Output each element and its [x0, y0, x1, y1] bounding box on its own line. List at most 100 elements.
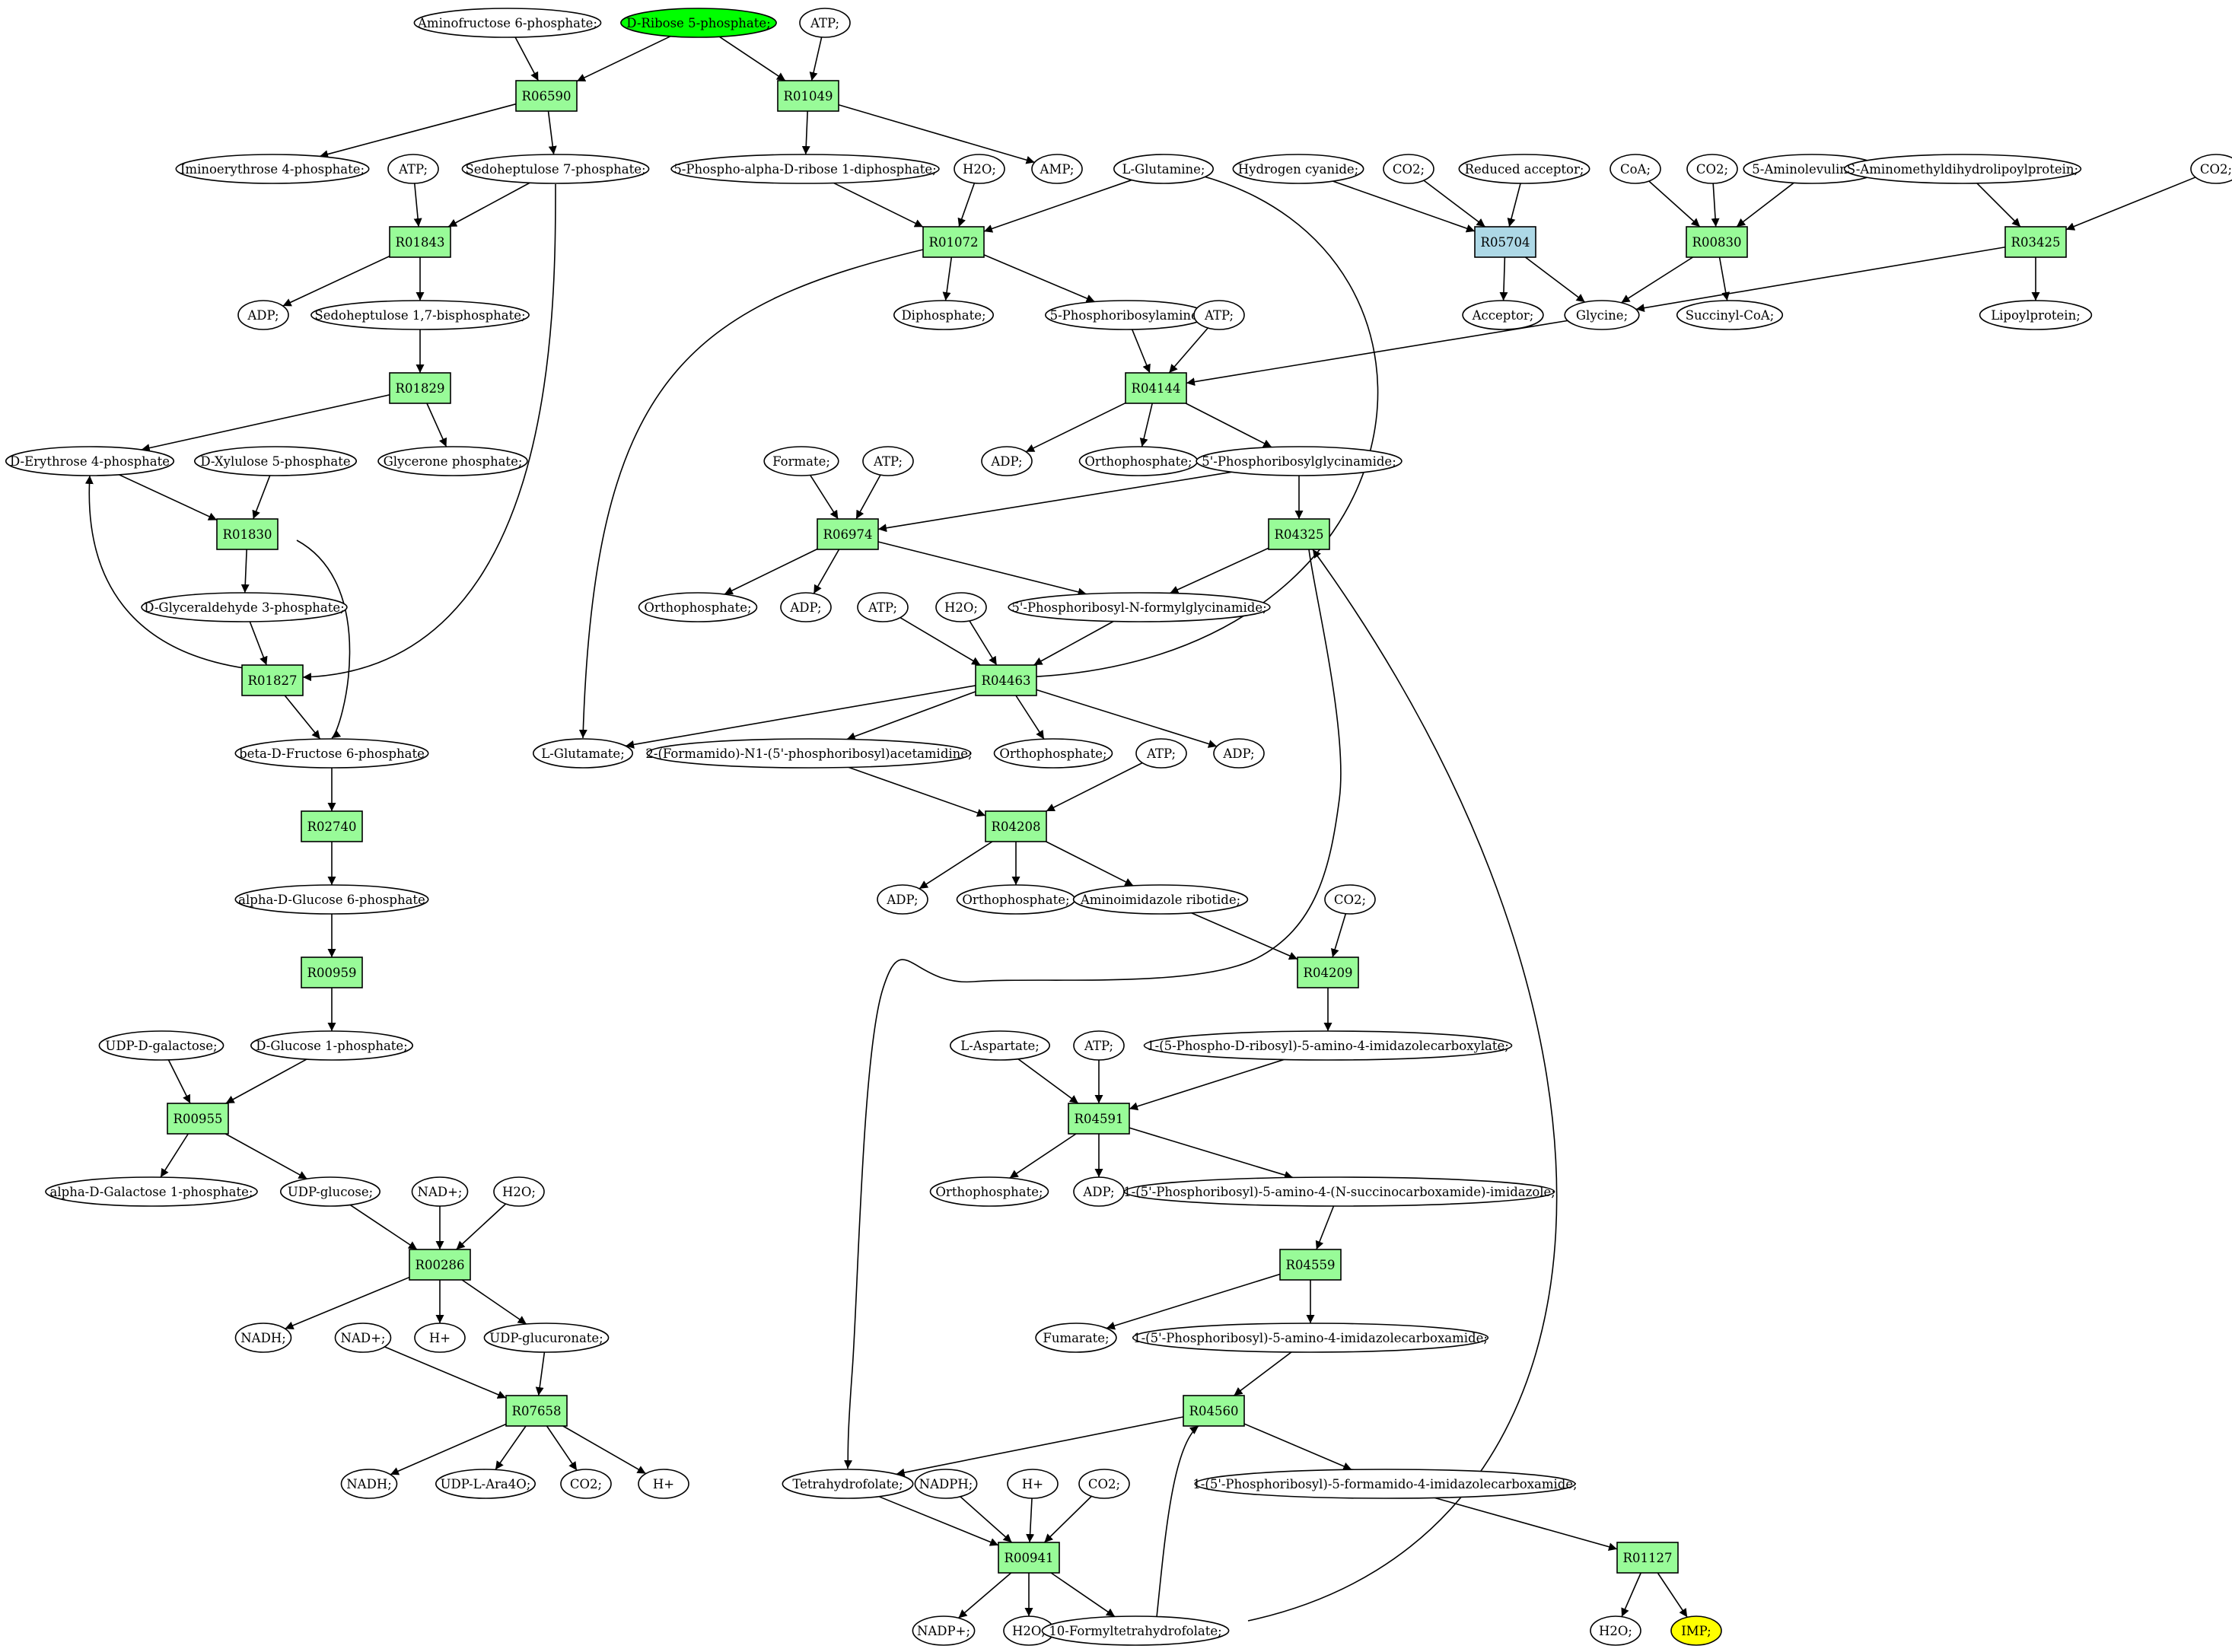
- compound-node-c_g1p[interactable]: D-Glucose 1-phosphate;: [250, 1030, 413, 1061]
- compound-node-c_co2_6[interactable]: CO2;: [1078, 1469, 1130, 1499]
- compound-node-c_acceptor[interactable]: Acceptor;: [1462, 300, 1544, 330]
- compound-node-c_glyceronep[interactable]: Glycerone phosphate;: [377, 446, 528, 476]
- reaction-node-R01049[interactable]: R01049: [777, 80, 839, 112]
- compound-node-c_adp_1[interactable]: ADP;: [237, 300, 289, 330]
- compound-node-c_h2o_2[interactable]: H2O;: [935, 592, 987, 622]
- compound-node-c_hplus_2[interactable]: H+: [638, 1469, 689, 1499]
- compound-node-c_saicar[interactable]: 1-(5'-Phosphoribosyl)-5-amino-4-(N-succi…: [1123, 1176, 1555, 1207]
- compound-node-c_fgam[interactable]: 2-(Formamido)-N1-(5'-phosphoribosyl)acet…: [645, 738, 973, 769]
- compound-node-c_g6p[interactable]: alpha-D-Glucose 6-phosphate: [234, 884, 429, 915]
- compound-node-c_aminofructose6p[interactable]: Aminofructose 6-phosphate;: [413, 8, 602, 38]
- reaction-node-R04144[interactable]: R04144: [1125, 372, 1187, 404]
- compound-node-c_iminoerythrose4p[interactable]: Iminoerythrose 4-phosphate;: [175, 154, 370, 184]
- compound-node-c_aicar[interactable]: 1-(5'-Phosphoribosyl)-5-amino-4-imidazol…: [1132, 1323, 1489, 1353]
- compound-node-c_ala[interactable]: 5-Aminolevulinate;: [1743, 154, 1881, 184]
- compound-node-c_h2o_5[interactable]: H2O;: [1590, 1615, 1641, 1646]
- compound-node-c_coa[interactable]: CoA;: [1610, 154, 1661, 184]
- compound-node-c_erythrose4p[interactable]: D-Erythrose 4-phosphate: [5, 446, 175, 476]
- compound-node-c_lglutamine[interactable]: L-Glutamine;: [1113, 154, 1215, 184]
- compound-node-c_orthophosphate_5[interactable]: Orthophosphate;: [929, 1176, 1049, 1207]
- compound-node-c_sedoheptulose7p[interactable]: Sedoheptulose 7-phosphate;: [461, 154, 650, 184]
- compound-node-c_glycine[interactable]: Glycine;: [1564, 300, 1640, 330]
- reaction-node-R00955[interactable]: R00955: [167, 1103, 229, 1135]
- compound-node-c_atp_7[interactable]: ATP;: [1073, 1030, 1125, 1061]
- compound-node-c_redacc[interactable]: Reduced acceptor;: [1458, 154, 1590, 184]
- reaction-node-R04559[interactable]: R04559: [1279, 1249, 1342, 1281]
- compound-node-c_adp_5[interactable]: ADP;: [877, 884, 928, 915]
- compound-node-c_orthophosphate_4[interactable]: Orthophosphate;: [956, 884, 1076, 915]
- compound-node-c_diphosphate[interactable]: Diphosphate;: [893, 300, 995, 330]
- reaction-node-R00959[interactable]: R00959: [301, 957, 363, 988]
- compound-node-c_f6p[interactable]: beta-D-Fructose 6-phosphate: [234, 738, 429, 769]
- compound-node-c_prpp[interactable]: 5-Phospho-alpha-D-ribose 1-diphosphate;: [670, 154, 940, 184]
- compound-node-c_adp_4[interactable]: ADP;: [1213, 738, 1265, 769]
- reaction-node-R00941[interactable]: R00941: [998, 1542, 1060, 1574]
- compound-node-c_10fthf[interactable]: 10-Formyltetrahydrofolate;: [1041, 1615, 1230, 1646]
- compound-node-c_ribose5p[interactable]: D-Ribose 5-phosphate;: [620, 8, 777, 38]
- compound-node-c_atp_4[interactable]: ATP;: [862, 446, 914, 476]
- compound-node-c_udpgal[interactable]: UDP-D-galactose;: [98, 1030, 224, 1061]
- compound-node-c_amp[interactable]: AMP;: [1031, 154, 1083, 184]
- compound-node-c_h2o_1[interactable]: H2O;: [954, 154, 1005, 184]
- compound-node-c_air[interactable]: Aminoimidazole ribotide;: [1072, 884, 1249, 915]
- compound-node-c_h2o_3[interactable]: H2O;: [493, 1176, 545, 1207]
- compound-node-c_hplus_3[interactable]: H+: [1007, 1469, 1059, 1499]
- compound-node-c_adp_6[interactable]: ADP;: [1073, 1176, 1125, 1207]
- compound-node-c_sedo17bp[interactable]: Sedoheptulose 1,7-bisphosphate;: [310, 300, 530, 330]
- reaction-node-R01830[interactable]: R01830: [216, 518, 279, 550]
- reaction-node-R06974[interactable]: R06974: [817, 518, 879, 550]
- compound-node-c_co2_1[interactable]: CO2;: [1383, 154, 1434, 184]
- compound-node-c_nadh_1[interactable]: NADH;: [234, 1323, 292, 1353]
- compound-node-c_lglutamate[interactable]: L-Glutamate;: [532, 738, 633, 769]
- compound-node-c_g3p[interactable]: D-Glyceraldehyde 3-phosphate;: [141, 592, 348, 622]
- compound-node-c_udpglcur[interactable]: UDP-glucuronate;: [483, 1323, 610, 1353]
- reaction-node-R04560[interactable]: R04560: [1183, 1395, 1245, 1427]
- compound-node-c_lipoylprotein[interactable]: Lipoylprotein;: [1979, 300, 2093, 330]
- compound-node-c_nadp_plus[interactable]: NADP+;: [912, 1615, 976, 1646]
- compound-node-c_xylulose5p[interactable]: D-Xylulose 5-phosphate: [194, 446, 357, 476]
- compound-node-c_nadph[interactable]: NADPH;: [914, 1469, 978, 1499]
- compound-node-c_fgar[interactable]: 5'-Phosphoribosyl-N-formylglycinamide;: [1008, 592, 1271, 622]
- compound-node-c_co2_3[interactable]: CO2;: [2190, 154, 2232, 184]
- compound-node-c_hplus_1[interactable]: H+: [414, 1323, 466, 1353]
- compound-node-c_succoa[interactable]: Succinyl-CoA;: [1676, 300, 1784, 330]
- compound-node-c_formate[interactable]: Formate;: [763, 446, 839, 476]
- compound-node-c_h2o_4[interactable]: H2O;: [1003, 1615, 1055, 1646]
- reaction-node-R04325[interactable]: R04325: [1268, 518, 1330, 550]
- compound-node-c_co2_5[interactable]: CO2;: [560, 1469, 612, 1499]
- compound-node-c_atp_1[interactable]: ATP;: [799, 8, 851, 38]
- compound-node-c_hcn[interactable]: Hydrogen cyanide;: [1232, 154, 1364, 184]
- compound-node-c_nadp_plus_1[interactable]: NAD+;: [411, 1176, 469, 1207]
- reaction-node-R04209[interactable]: R04209: [1297, 957, 1359, 988]
- compound-node-c_gar[interactable]: 5'-Phosphoribosylglycinamide;: [1196, 446, 1403, 476]
- reaction-node-R01827[interactable]: R01827: [241, 664, 304, 696]
- compound-node-c_orthophosphate_1[interactable]: Orthophosphate;: [1078, 446, 1199, 476]
- reaction-node-R04463[interactable]: R04463: [975, 664, 1037, 696]
- compound-node-c_co2_2[interactable]: CO2;: [1686, 154, 1738, 184]
- compound-node-c_thf[interactable]: Tetrahydrofolate;: [782, 1469, 914, 1499]
- compound-node-c_co2_4[interactable]: CO2;: [1324, 884, 1376, 915]
- compound-node-c_nad_plus_2[interactable]: NAD+;: [334, 1323, 392, 1353]
- compound-node-c_atp_5[interactable]: ATP;: [857, 592, 909, 622]
- reaction-node-R01829[interactable]: R01829: [389, 372, 451, 404]
- reaction-node-R07658[interactable]: R07658: [505, 1395, 568, 1427]
- reaction-node-R04208[interactable]: R04208: [985, 810, 1047, 842]
- compound-node-c_5pra[interactable]: 5-Phosphoribosylamine;: [1045, 300, 1208, 330]
- compound-node-c_udparao[interactable]: UDP-L-Ara4O;: [435, 1469, 536, 1499]
- compound-node-c_faicar[interactable]: 1-(5'-Phosphoribosyl)-5-formamido-4-imid…: [1192, 1469, 1578, 1499]
- compound-node-c_atp_3[interactable]: ATP;: [1193, 300, 1245, 330]
- compound-node-c_udpglc[interactable]: UDP-glucose;: [279, 1176, 380, 1207]
- compound-node-c_cair[interactable]: 1-(5-Phospho-D-ribosyl)-5-amino-4-imidaz…: [1143, 1030, 1513, 1061]
- compound-node-c_adp_3[interactable]: ADP;: [780, 592, 832, 622]
- compound-node-c_laspartate[interactable]: L-Aspartate;: [950, 1030, 1051, 1061]
- reaction-node-R02740[interactable]: R02740: [301, 810, 363, 842]
- reaction-node-R03425[interactable]: R03425: [2004, 226, 2067, 258]
- reaction-node-R00286[interactable]: R00286: [409, 1249, 471, 1281]
- reaction-node-R01127[interactable]: R01127: [1616, 1542, 1679, 1574]
- compound-node-c_atp_6[interactable]: ATP;: [1135, 738, 1187, 769]
- compound-node-c_orthophosphate_3[interactable]: Orthophosphate;: [993, 738, 1113, 769]
- compound-node-c_nadh_2[interactable]: NADH;: [340, 1469, 398, 1499]
- compound-node-c_fumarate[interactable]: Fumarate;: [1035, 1323, 1117, 1353]
- reaction-node-R04591[interactable]: R04591: [1068, 1103, 1130, 1135]
- reaction-node-R00830[interactable]: R00830: [1686, 226, 1748, 258]
